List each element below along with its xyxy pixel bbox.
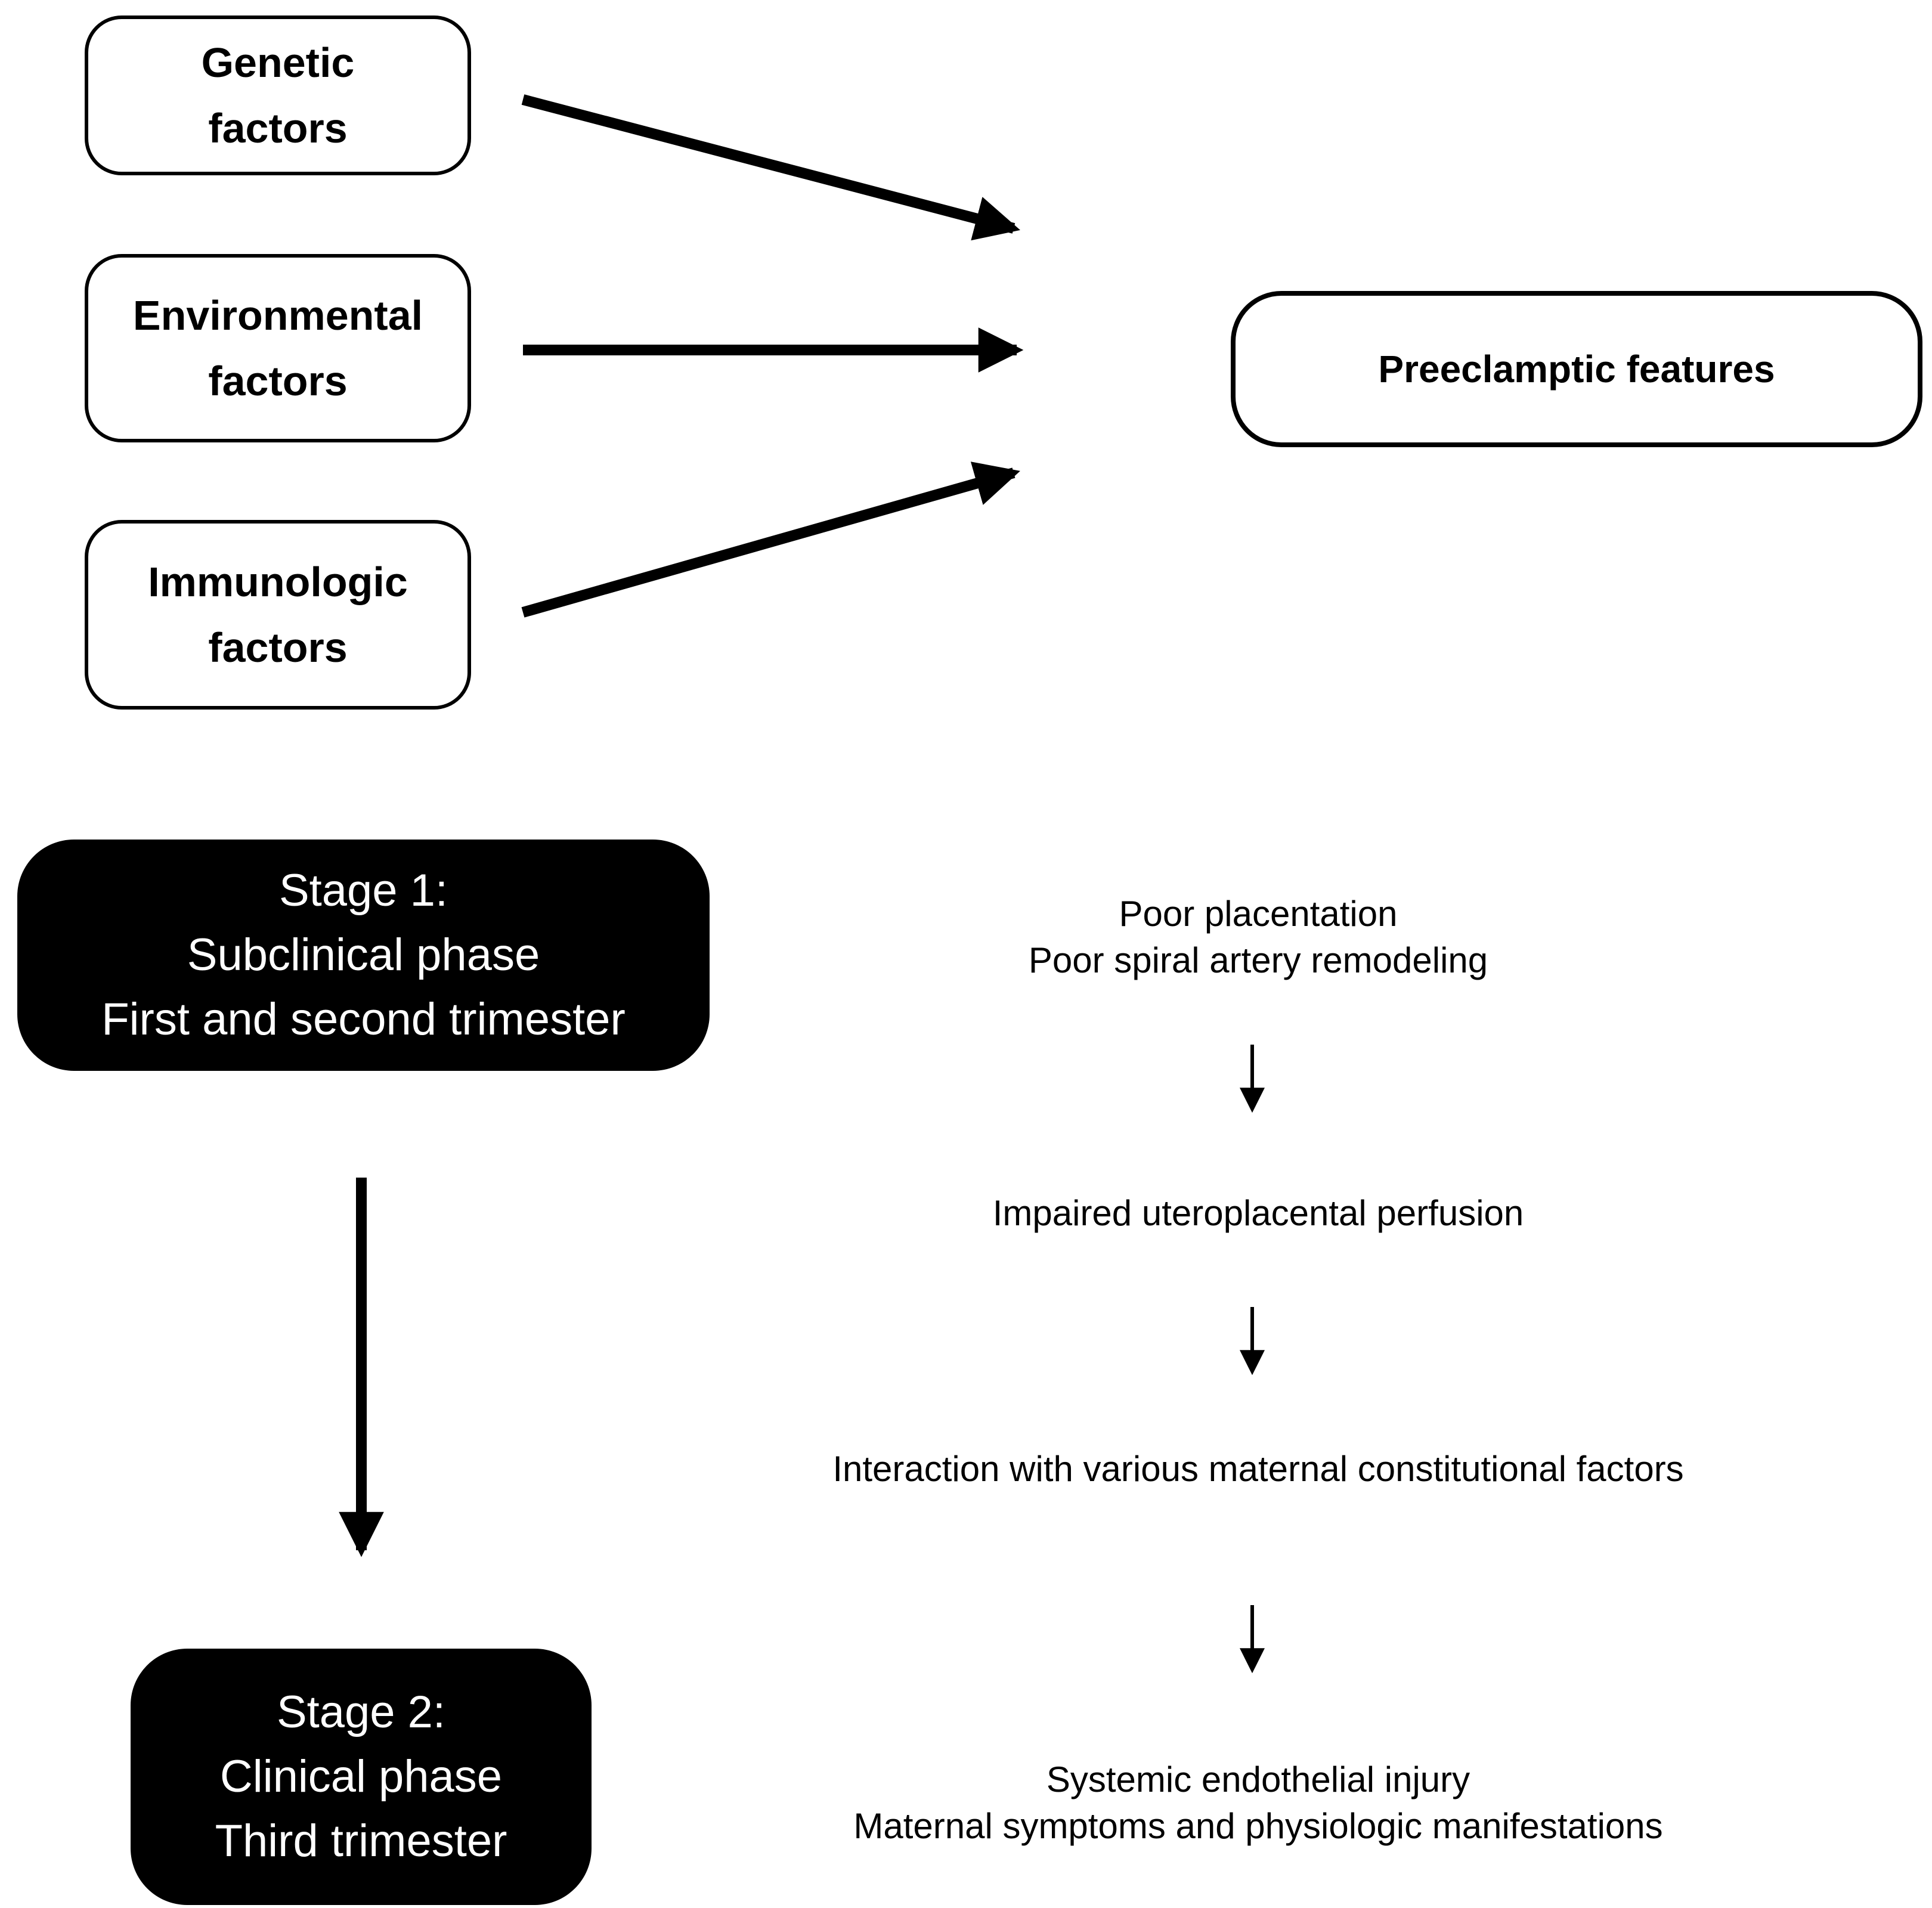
- cascade-line: Interaction with various maternal consti…: [832, 1449, 1684, 1489]
- outcome-box-label: Preeclamptic features: [1378, 348, 1775, 391]
- cascade-step-poor-placentation: Poor placentation Poor spiral artery rem…: [677, 891, 1840, 984]
- factor-box-line: Environmental: [132, 292, 423, 339]
- factor-box-line: factors: [208, 358, 348, 404]
- outcome-box-preeclamptic-features: Preeclamptic features: [1231, 291, 1922, 447]
- cascade-line: Poor spiral artery remodeling: [1028, 940, 1488, 980]
- stage2-line: Third trimester: [215, 1816, 507, 1866]
- stage2-line: Clinical phase: [219, 1751, 503, 1802]
- factor-box-environmental: Environmental factors: [85, 254, 471, 442]
- stage1-box: Stage 1: Subclinical phase First and sec…: [17, 840, 710, 1071]
- factor-box-line: Genetic: [201, 39, 355, 86]
- cascade-line: Maternal symptoms and physiologic manife…: [853, 1806, 1663, 1846]
- factor-box-line: factors: [208, 105, 348, 151]
- cascade-step-impaired-perfusion: Impaired uteroplacental perfusion: [677, 1190, 1840, 1237]
- factor-box-immunologic: Immunologic factors: [85, 520, 471, 710]
- arrow-immunologic-to-preeclamptic: [521, 461, 1020, 618]
- factor-box-line: factors: [208, 624, 348, 671]
- factor-box-line: Immunologic: [148, 559, 408, 605]
- stage1-line: Stage 1:: [278, 865, 448, 916]
- stage1-line: First and second trimester: [101, 994, 626, 1045]
- stage2-box: Stage 2: Clinical phase Third trimester: [131, 1649, 592, 1905]
- cascade-line: Poor placentation: [1119, 894, 1398, 934]
- factor-box-genetic: Genetic factors: [85, 16, 471, 175]
- cascade-line: Impaired uteroplacental perfusion: [992, 1193, 1524, 1233]
- stage1-line: Subclinical phase: [187, 930, 540, 980]
- cascade-step-endothelial-injury: Systemic endothelial injury Maternal sym…: [677, 1757, 1840, 1850]
- cascade-step-maternal-interaction: Interaction with various maternal consti…: [677, 1446, 1840, 1492]
- arrow-genetic-to-preeclamptic: [521, 94, 1020, 241]
- cascade-line: Systemic endothelial injury: [1046, 1760, 1470, 1799]
- stage2-line: Stage 2:: [276, 1687, 446, 1737]
